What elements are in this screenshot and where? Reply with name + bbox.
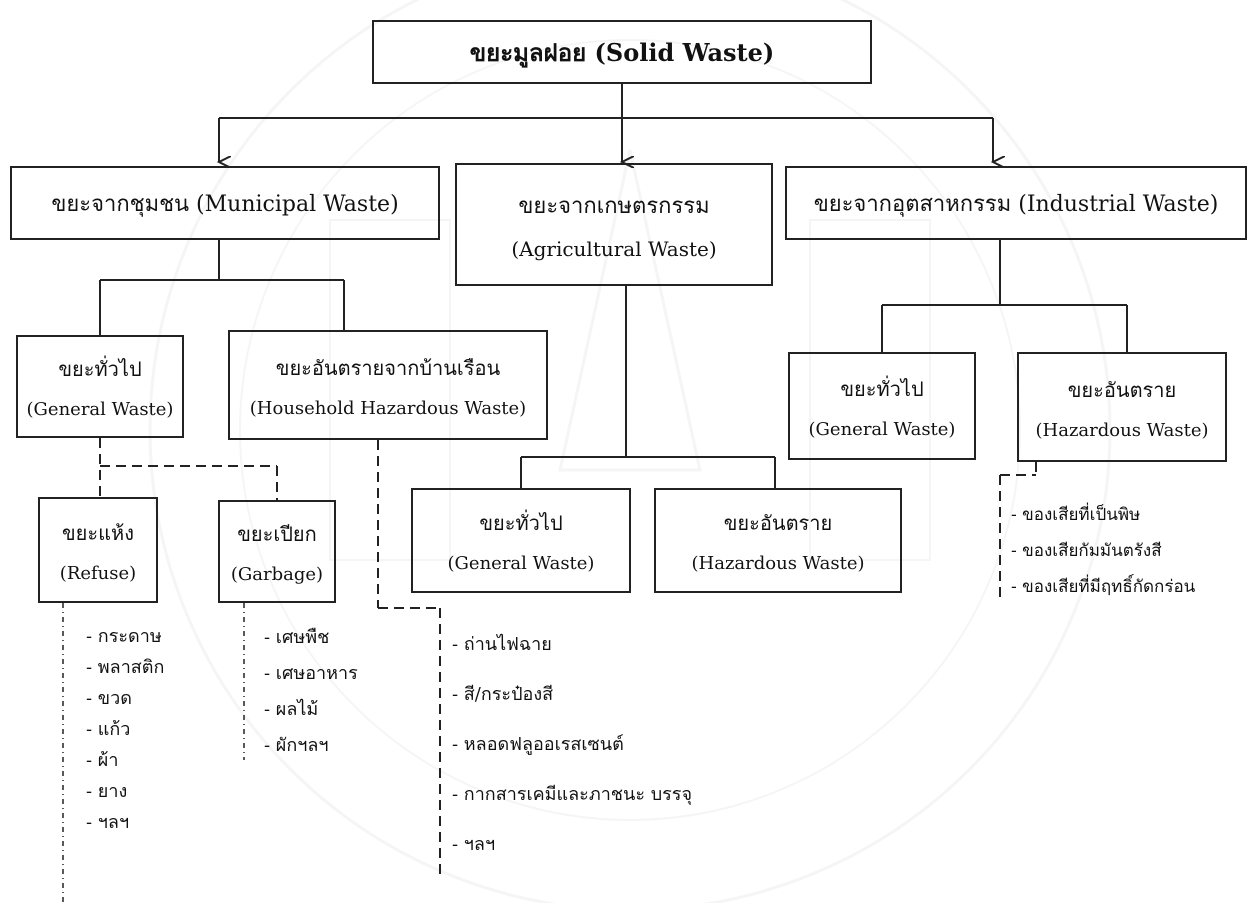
industrial-hazardous-en: (Hazardous Waste) — [1035, 419, 1209, 441]
industrial-hazardous-th: ขยะอันตราย — [1067, 377, 1177, 402]
list-item: - ผ้า — [86, 750, 119, 771]
list-item: - ฯลฯ — [86, 812, 130, 833]
list-item: - กระดาษ — [86, 626, 162, 647]
list-item: - ของเสียกัมมันตรังสี — [1011, 541, 1162, 561]
agricultural-general-waste-box: ขยะทั่วไป (General Waste) — [411, 488, 631, 593]
industrial-hazardous-waste-box: ขยะอันตราย (Hazardous Waste) — [1017, 352, 1227, 462]
root-solid-waste-box: ขยะมูลฝอย (Solid Waste) — [372, 20, 872, 84]
agricultural-waste-box: ขยะจากเกษตรกรรม (Agricultural Waste) — [455, 163, 773, 286]
agricultural-waste-en: (Agricultural Waste) — [511, 237, 717, 261]
municipal-waste-label: ขยะจากชุมชน (Municipal Waste) — [51, 191, 399, 217]
industrial-waste-box: ขยะจากอุตสาหกรรม (Industrial Waste) — [785, 166, 1247, 240]
garbage-box: ขยะเปียก (Garbage) — [218, 500, 336, 603]
garbage-en: (Garbage) — [230, 564, 324, 585]
household-hazardous-waste-box: ขยะอันตรายจากบ้านเรือน (Household Hazard… — [228, 330, 548, 440]
household-hazardous-en: (Household Hazardous Waste) — [249, 397, 527, 419]
household-hazardous-th: ขยะอันตรายจากบ้านเรือน — [275, 355, 501, 380]
list-item: - ขวด — [86, 688, 132, 709]
refuse-en: (Refuse) — [59, 562, 137, 584]
agricultural-general-th: ขยะทั่วไป — [479, 511, 563, 535]
list-item: - ยาง — [86, 781, 128, 802]
agricultural-waste-th: ขยะจากเกษตรกรรม — [518, 194, 710, 219]
list-item: - พลาสติก — [86, 657, 165, 678]
list-item: - ผลไม้ — [264, 699, 319, 720]
refuse-items-list: - กระดาษ - พลาสติก - ขวด - แก้ว - ผ้า - … — [86, 621, 164, 838]
industrial-hazardous-items-list: - ของเสียที่เป็นพิษ - ของเสียกัมมันตรังส… — [1011, 497, 1195, 605]
agricultural-hazardous-th: ขยะอันตราย — [723, 511, 833, 535]
list-item: - ของเสียที่มีฤทธิ์กัดกร่อน — [1011, 577, 1196, 597]
garbage-items-list: - เศษพืช - เศษอาหาร - ผลไม้ - ผักฯลฯ — [264, 620, 358, 764]
municipal-general-waste-box: ขยะทั่วไป (General Waste) — [16, 335, 184, 438]
list-item: - กากสารเคมีและภาชนะ บรรจุ — [452, 784, 693, 805]
list-item: - เศษพืช — [264, 627, 330, 648]
industrial-general-en: (General Waste) — [808, 418, 956, 440]
municipal-waste-box: ขยะจากชุมชน (Municipal Waste) — [10, 166, 440, 240]
list-item: - เศษอาหาร — [264, 663, 358, 684]
agricultural-hazardous-en: (Hazardous Waste) — [691, 553, 865, 574]
garbage-th: ขยะเปียก — [237, 522, 317, 546]
municipal-general-en: (General Waste) — [26, 399, 174, 420]
list-item: - ฯลฯ — [452, 834, 496, 855]
refuse-th: ขยะแห้ง — [62, 520, 134, 545]
agricultural-general-en: (General Waste) — [447, 553, 595, 574]
list-item: - ผักฯลฯ — [264, 735, 329, 756]
industrial-general-waste-box: ขยะทั่วไป (General Waste) — [788, 352, 976, 460]
agricultural-hazardous-waste-box: ขยะอันตราย (Hazardous Waste) — [654, 488, 902, 593]
list-item: - หลอดฟลูออเรสเซนต์ — [452, 734, 624, 755]
municipal-general-th: ขยะทั่วไป — [58, 357, 142, 381]
household-hazardous-items-list: - ถ่านไฟฉาย - สี/กระป๋องสี - หลอดฟลูออเร… — [452, 620, 692, 870]
list-item: - ถ่านไฟฉาย — [452, 634, 552, 655]
list-item: - แก้ว — [86, 719, 131, 740]
list-item: - สี/กระป๋องสี — [452, 684, 554, 705]
root-title: ขยะมูลฝอย (Solid Waste) — [469, 37, 775, 67]
list-item: - ของเสียที่เป็นพิษ — [1011, 505, 1141, 525]
industrial-waste-label: ขยะจากอุตสาหกรรม (Industrial Waste) — [813, 191, 1219, 217]
refuse-box: ขยะแห้ง (Refuse) — [38, 497, 158, 603]
industrial-general-th: ขยะทั่วไป — [840, 376, 924, 401]
